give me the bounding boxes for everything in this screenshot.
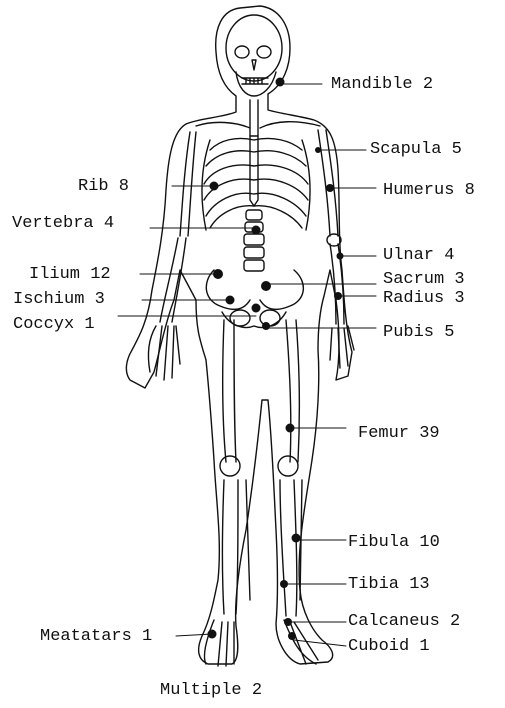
foot-left bbox=[204, 620, 234, 666]
marker-ulnar bbox=[337, 253, 344, 260]
marker-scapula bbox=[315, 147, 321, 153]
marker-humerus bbox=[326, 184, 334, 192]
clavicle-left bbox=[196, 122, 250, 128]
nasal bbox=[252, 60, 256, 70]
kneecap-left bbox=[220, 456, 240, 476]
skull bbox=[226, 15, 282, 81]
marker-ischium bbox=[226, 296, 235, 305]
label-radius: Radius 3 bbox=[383, 289, 465, 309]
lower-leg-right bbox=[280, 480, 302, 616]
marker-radius bbox=[334, 292, 342, 300]
label-mandible: Mandible 2 bbox=[331, 75, 433, 95]
marker-pubis bbox=[262, 322, 270, 330]
elbow-right bbox=[327, 234, 341, 246]
marker-coccyx bbox=[252, 304, 261, 313]
marker-mandible bbox=[276, 78, 285, 87]
label-ulnar: Ulnar 4 bbox=[383, 246, 454, 266]
marker-ilium bbox=[213, 269, 223, 279]
marker-fibula bbox=[292, 534, 301, 543]
arm-left-bones bbox=[160, 132, 196, 322]
label-pubis: Pubis 5 bbox=[383, 323, 454, 343]
marker-meatatars bbox=[208, 630, 217, 639]
label-meatatars: Meatatars 1 bbox=[40, 627, 152, 647]
spine bbox=[244, 100, 264, 271]
label-multiple: Multiple 2 bbox=[160, 681, 262, 701]
pelvis bbox=[206, 270, 303, 327]
kneecap-right bbox=[278, 456, 298, 476]
label-sacrum: Sacrum 3 bbox=[383, 270, 465, 290]
marker-cuboid bbox=[288, 632, 296, 640]
marker-rib bbox=[210, 182, 219, 191]
label-calcaneus: Calcaneus 2 bbox=[348, 612, 460, 632]
marker-vertebra bbox=[252, 226, 261, 235]
label-ischium: Ischium 3 bbox=[13, 290, 105, 310]
clavicle-right bbox=[260, 122, 320, 128]
lower-leg-left bbox=[223, 480, 251, 614]
label-humerus: Humerus 8 bbox=[383, 181, 475, 201]
femur-right bbox=[286, 320, 299, 462]
eye-socket-right bbox=[257, 46, 271, 58]
label-vertebra: Vertebra 4 bbox=[12, 214, 114, 234]
marker-sacrum bbox=[261, 281, 271, 291]
label-scapula: Scapula 5 bbox=[370, 140, 462, 160]
marker-calcaneus bbox=[284, 618, 292, 626]
eye-socket-left bbox=[235, 46, 249, 58]
label-fibula: Fibula 10 bbox=[348, 533, 440, 553]
label-cuboid: Cuboid 1 bbox=[348, 637, 430, 657]
label-ilium: Ilium 12 bbox=[29, 265, 111, 285]
marker-femur bbox=[286, 424, 295, 433]
obturator-left bbox=[230, 310, 250, 326]
femur-left bbox=[223, 320, 236, 462]
sternum bbox=[250, 136, 258, 206]
label-rib: Rib 8 bbox=[78, 177, 129, 197]
label-coccyx: Coccyx 1 bbox=[13, 315, 95, 335]
marker-tibia bbox=[280, 580, 288, 588]
label-tibia: Tibia 13 bbox=[348, 575, 430, 595]
label-femur: Femur 39 bbox=[358, 424, 440, 444]
ribs bbox=[204, 138, 308, 228]
